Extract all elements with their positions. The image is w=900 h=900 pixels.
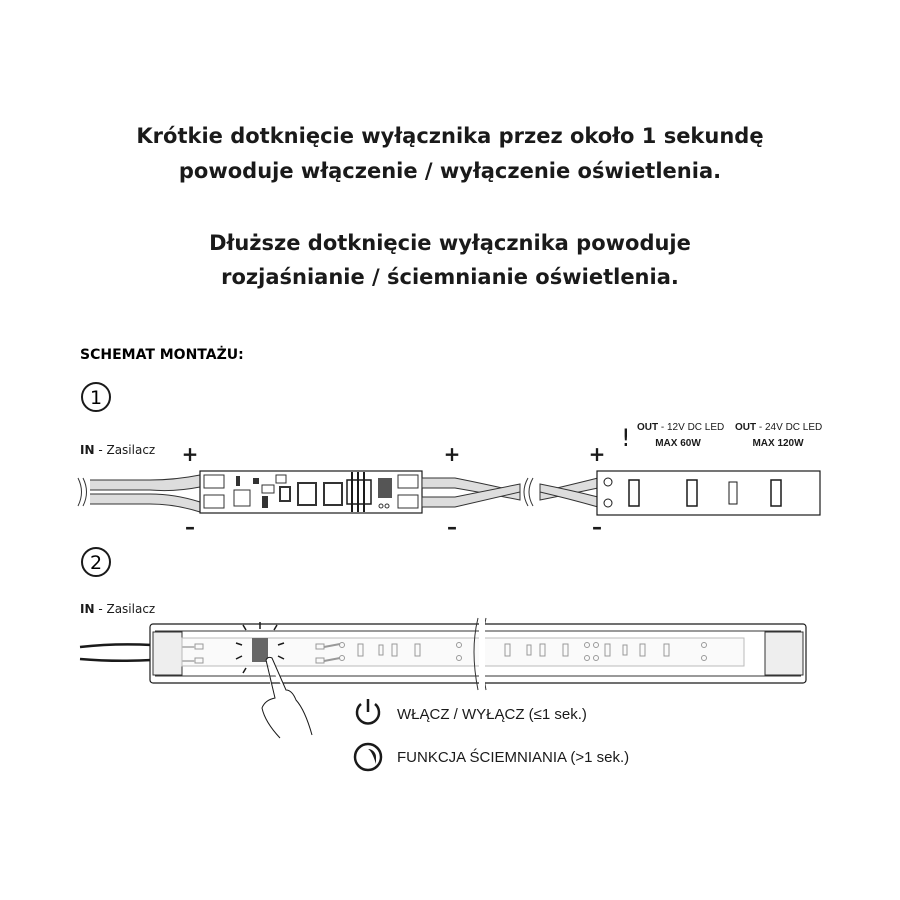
max-120w-label: MAX 120W	[752, 438, 804, 449]
power-cable	[79, 643, 153, 663]
step-1-badge: 1	[81, 382, 111, 412]
touch-switch	[235, 622, 285, 674]
step-2-badge: 2	[81, 547, 111, 577]
touch-dimmer-module	[199, 470, 423, 514]
heading-line-3: Dłuższe dotknięcie wyłącznika powoduje	[209, 231, 691, 255]
schema-title: SCHEMAT MONTAŻU:	[80, 346, 244, 363]
step-1-input-label: IN - Zasilacz	[80, 443, 155, 457]
svg-text:2: 2	[90, 552, 102, 574]
power-icon	[355, 699, 381, 725]
plus-sign: +	[589, 442, 606, 466]
heading-line-4: rozjaśnianie / ściemnianie oświetlenia.	[221, 265, 679, 289]
max-60w-label: MAX 60W	[655, 438, 701, 449]
dimming-icon	[353, 742, 383, 772]
aluminium-profile	[149, 617, 807, 691]
heading-line-1: Krótkie dotknięcie wyłącznika przez okoł…	[136, 124, 763, 148]
power-toggle-label: WŁĄCZ / WYŁĄCZ (≤1 sek.)	[397, 706, 587, 723]
minus-sign: –	[592, 515, 602, 539]
svg-text:1: 1	[90, 387, 102, 409]
warning-icon: !	[621, 424, 631, 452]
dimming-function-label: FUNKCJA ŚCIEMNIANIA (>1 sek.)	[397, 748, 629, 766]
plus-sign: +	[182, 442, 199, 466]
plus-sign: +	[444, 442, 461, 466]
output-wires	[421, 477, 599, 508]
out-12v-label: OUT - 12V DC LED	[637, 422, 724, 433]
out-24v-label: OUT - 24V DC LED	[735, 422, 822, 433]
step-2-input-label: IN - Zasilacz	[80, 602, 155, 616]
minus-sign: –	[447, 515, 457, 539]
hand-finger-icon	[261, 656, 313, 739]
led-strip	[596, 470, 821, 516]
input-wires	[77, 474, 201, 513]
heading-line-2: powoduje włączenie / wyłączenie oświetle…	[179, 159, 721, 183]
minus-sign: –	[185, 515, 195, 539]
